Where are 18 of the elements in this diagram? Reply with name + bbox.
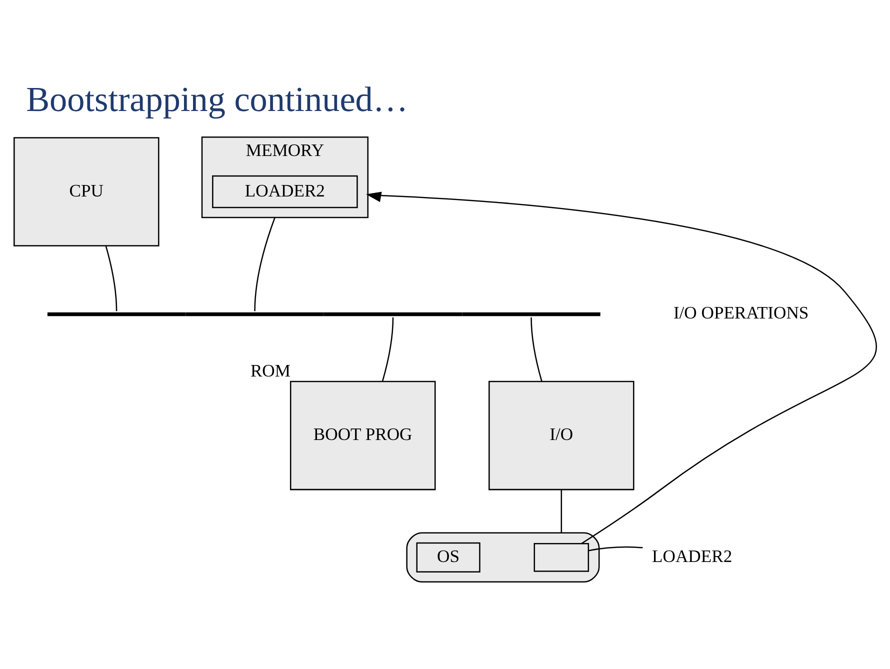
cluster [406, 532, 600, 582]
connector [560, 489, 562, 532]
arrow [366, 191, 876, 544]
node-box: BOOT PROG [289, 380, 436, 490]
node-box: I/O [488, 380, 634, 490]
connector [254, 216, 275, 311]
connector [588, 546, 642, 551]
node-box [533, 542, 589, 572]
node-box: CPU [13, 136, 159, 246]
node-box: OS [416, 542, 480, 572]
label: I/O OPERATIONS [672, 302, 808, 322]
diagram-title: Bootstrapping continued… [26, 80, 408, 119]
connector [530, 316, 542, 382]
node-label: ROM [250, 360, 290, 380]
node-text: LOADER2 [652, 546, 732, 566]
connector [381, 316, 394, 382]
node-box: LOADER2 [212, 174, 358, 208]
connector [104, 245, 117, 311]
